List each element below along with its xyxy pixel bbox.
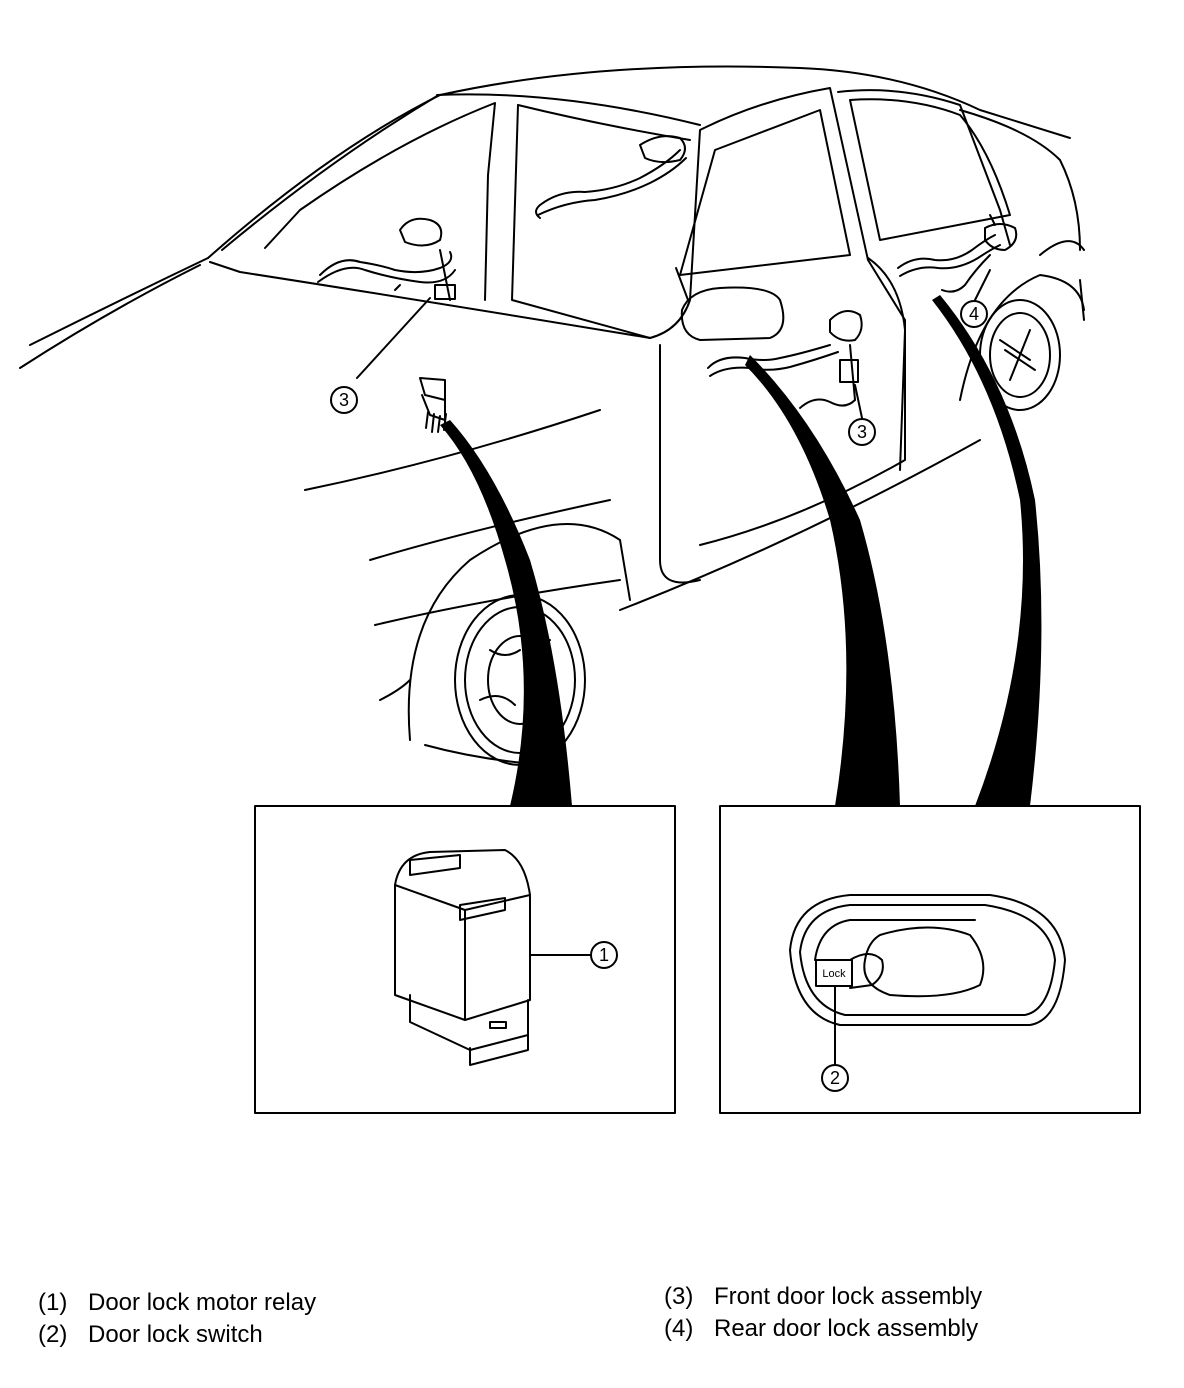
callout-1-circle [590, 941, 618, 969]
legend-item-1: (1) Door lock motor relay [38, 1287, 316, 1319]
door-lock-switch [789, 894, 1066, 1026]
legend-text: Front door lock assembly [714, 1283, 983, 1310]
relay-detail-box [254, 805, 676, 1114]
car-door-lock-diagram: 3 3 4 1 2 Lock [19, 65, 1141, 1114]
front-switch-pointer-wedge [745, 355, 900, 806]
leader-c3-rear [356, 297, 431, 379]
lock-button [815, 959, 853, 987]
callout-3-front-circle [848, 418, 876, 446]
legend-number: (4) [664, 1315, 694, 1342]
callout-1-number: 1 [599, 945, 609, 965]
rear-switch-pointer-wedge [932, 295, 1042, 806]
leader-c3-front [854, 384, 863, 419]
callout-2-number: 2 [830, 1068, 840, 1088]
rear-door-lock-assembly-right [897, 214, 1018, 293]
rear-upper-harness [535, 135, 687, 219]
callout-3-rear-circle [330, 386, 358, 414]
legend-item-2: (2) Door lock switch [38, 1319, 316, 1351]
callout-3-front-number: 3 [857, 422, 867, 442]
callout-3-rear-number: 3 [339, 390, 349, 410]
rear-wheel [959, 274, 1085, 411]
front-door-lock-assembly-right [707, 310, 863, 409]
door-lock-motor-relay [394, 849, 531, 1066]
rear-door-lock-assembly-left [317, 217, 456, 301]
legend-number: (1) [38, 1289, 68, 1316]
legend-text: Door lock motor relay [88, 1289, 317, 1316]
relay-pointer-wedge [440, 420, 572, 806]
legend-right: (3) Front door lock assembly (4) Rear door… [664, 1281, 982, 1345]
callout-4-number: 4 [969, 304, 979, 324]
legend-number: (3) [664, 1283, 694, 1310]
relay-on-car [419, 377, 447, 433]
lock-button-label: Lock [822, 968, 846, 980]
callout-4-circle [960, 300, 988, 328]
legend-number: (2) [38, 1321, 68, 1348]
callout-2-circle [821, 1064, 849, 1092]
car-body-outline [19, 65, 1085, 766]
legend-item-3: (3) Front door lock assembly [664, 1281, 982, 1313]
legend-text: Door lock switch [88, 1321, 263, 1348]
switch-detail-box [719, 805, 1141, 1114]
legend-item-4: (4) Rear door lock assembly [664, 1313, 982, 1345]
legend-text: Rear door lock assembly [714, 1315, 979, 1342]
legend-left: (1) Door lock motor relay (2) Door lock sw… [38, 1287, 316, 1351]
leader-c4 [974, 269, 991, 301]
